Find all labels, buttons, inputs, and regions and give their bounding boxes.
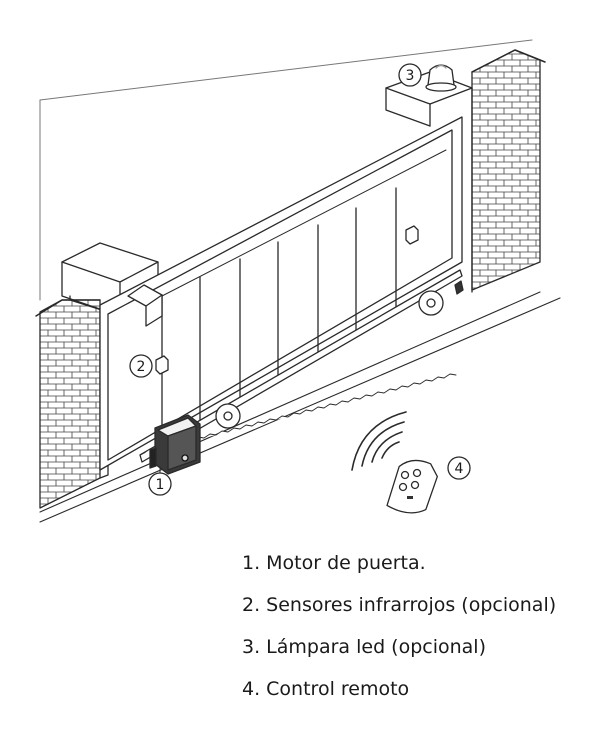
callout-marker-3 <box>398 63 422 87</box>
callout-marker-4 <box>447 456 471 480</box>
right-brick-wall <box>471 49 546 291</box>
callout-label-1: 1 <box>156 477 165 493</box>
back-wall <box>39 39 533 301</box>
legend-list: 1. Motor de puerta. 2. Sensores infrarro… <box>242 548 556 716</box>
callout-label-2: 2 <box>137 359 146 375</box>
callout-label-4: 4 <box>455 461 464 477</box>
legend-item-sensors: 2. Sensores infrarrojos (opcional) <box>242 594 557 616</box>
legend-item-remote: 4. Control remoto <box>242 678 410 700</box>
remote-control <box>386 459 438 514</box>
callout-label-3: 3 <box>406 68 415 84</box>
sliding-gate <box>99 116 463 471</box>
infrared-sensor-right <box>405 225 419 245</box>
top-guide-bracket <box>127 284 163 327</box>
ground-lines <box>39 291 561 523</box>
signal-waves-icon <box>351 411 407 471</box>
infrared-sensor-left <box>155 355 169 375</box>
diagram-canvas: 1 2 3 4 <box>35 39 561 523</box>
gate-motor <box>149 414 201 475</box>
warning-lamp <box>425 64 457 92</box>
gate-wheels <box>215 290 444 429</box>
callout-marker-1 <box>148 467 172 496</box>
legend-item-motor: 1. Motor de puerta. <box>242 552 426 574</box>
legend-item-lamp: 3. Lámpara led (opcional) <box>242 636 486 658</box>
end-stop <box>454 280 464 295</box>
left-brick-wall <box>35 299 101 509</box>
callout-marker-2 <box>129 354 153 378</box>
